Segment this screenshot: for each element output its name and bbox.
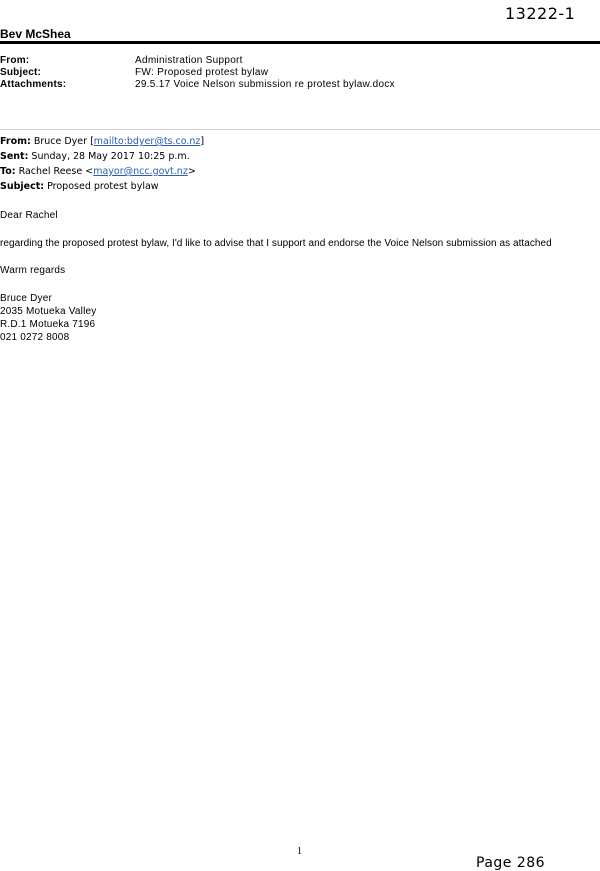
document-number: 13222-1 — [505, 4, 576, 23]
page-label: Page 286 — [476, 855, 546, 871]
header-subject-row: Subject: FW: Proposed protest bylaw — [0, 66, 600, 79]
forward-divider — [0, 129, 600, 130]
forwarded-subject-value: Proposed protest bylaw — [47, 181, 159, 192]
message-body: regarding the proposed protest bylaw, I'… — [0, 238, 552, 249]
signature-name: Bruce Dyer — [0, 293, 53, 304]
signature-address-line-2: R.D.1 Motueka 7196 — [0, 319, 96, 330]
header-subject-label: Subject: — [0, 67, 42, 78]
page-number: 1 — [297, 846, 302, 857]
forwarded-sent-value: Sunday, 28 May 2017 10:25 p.m. — [31, 151, 190, 162]
closing: Warm regards — [0, 265, 66, 276]
sender-name: Bev McShea — [0, 27, 71, 41]
forwarded-from-link[interactable]: mailto:bdyer@ts.co.nz — [93, 136, 201, 147]
header-from-row: From: Administration Support — [0, 54, 600, 67]
forwarded-from-row: From: Bruce Dyer [mailto:bdyer@ts.co.nz] — [0, 136, 205, 147]
header-from-value: Administration Support — [135, 55, 243, 66]
header-attachments-value[interactable]: 29.5.17 Voice Nelson submission re prote… — [135, 79, 395, 90]
header-attachments-label: Attachments: — [0, 79, 67, 90]
forwarded-to-link[interactable]: mayor@ncc.govt.nz — [93, 166, 188, 177]
header-from-label: From: — [0, 55, 30, 66]
greeting: Dear Rachel — [0, 210, 58, 221]
header-divider — [0, 41, 600, 44]
forwarded-to-label: To: — [0, 166, 16, 177]
forwarded-subject-row: Subject: Proposed protest bylaw — [0, 180, 159, 193]
forwarded-from-label: From: — [0, 136, 31, 147]
forwarded-to-name: Rachel Reese — [18, 166, 83, 177]
signature-address-line-1: 2035 Motueka Valley — [0, 306, 97, 317]
signature-phone: 021 0272 8008 — [0, 332, 70, 343]
header-attachments-row: Attachments: 29.5.17 Voice Nelson submis… — [0, 78, 600, 91]
forwarded-from-name: Bruce Dyer — [33, 136, 88, 147]
forwarded-sent-label: Sent: — [0, 151, 29, 162]
forwarded-sent-row: Sent: Sunday, 28 May 2017 10:25 p.m. — [0, 150, 190, 163]
header-subject-value: FW: Proposed protest bylaw — [135, 67, 269, 78]
forwarded-to-row: To: Rachel Reese <mayor@ncc.govt.nz> — [0, 166, 196, 177]
forwarded-subject-label: Subject: — [0, 181, 45, 192]
